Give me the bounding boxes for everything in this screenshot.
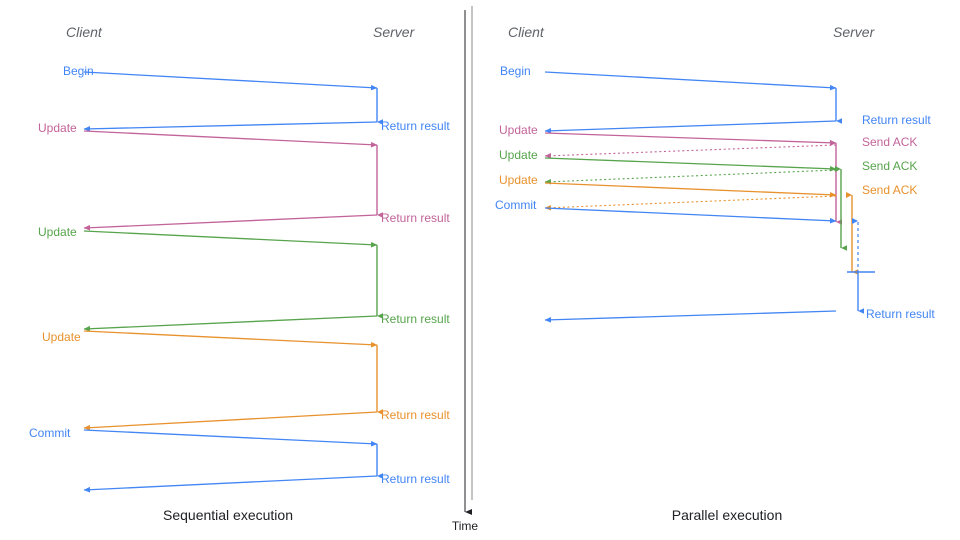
message-line-update2-request xyxy=(83,230,378,248)
time-axis-layer: Time xyxy=(452,6,479,533)
message-line-begin-return xyxy=(544,120,837,134)
message-line-update3-ack xyxy=(544,195,837,211)
message-label-begin-request: Begin xyxy=(500,64,531,78)
panel-caption-parallel: Parallel execution xyxy=(672,507,783,523)
message-line-update3-request xyxy=(83,330,378,348)
update2-server-arrowhead xyxy=(835,166,841,172)
message-label-update2-request: Update xyxy=(499,148,538,162)
actor-header-server: Server xyxy=(833,24,876,40)
message-label-update3-request: Update xyxy=(42,330,81,344)
message-label-update2-ack: Send ACK xyxy=(862,159,917,173)
message-line-commit-request xyxy=(83,429,378,447)
message-label-commit-request: Commit xyxy=(495,198,537,212)
message-line-commit-return xyxy=(544,310,837,323)
message-label-update3-return: Return result xyxy=(381,408,450,422)
message-label-update1-ack: Send ACK xyxy=(862,135,917,149)
actor-header-client: Client xyxy=(508,24,545,40)
message-line-begin-request xyxy=(544,71,837,91)
actor-header-client: Client xyxy=(66,24,103,40)
message-line-update2-ack xyxy=(544,169,837,185)
update3-server-arrowhead xyxy=(846,192,852,198)
message-line-update1-request xyxy=(544,132,837,146)
message-label-update2-return: Return result xyxy=(381,312,450,326)
message-line-begin-return xyxy=(83,121,378,132)
message-line-update1-return xyxy=(83,214,378,231)
message-label-update3-ack: Send ACK xyxy=(862,183,917,197)
message-label-update2-request: Update xyxy=(38,225,77,239)
update1-server-arrowhead xyxy=(830,140,836,146)
message-label-begin-request: Begin xyxy=(63,64,94,78)
commit-server-arrowhead xyxy=(852,218,858,224)
message-line-update2-return xyxy=(83,315,378,332)
message-line-update2-request xyxy=(544,157,837,172)
message-line-update1-ack xyxy=(544,144,837,159)
message-line-commit-request xyxy=(544,207,837,224)
panel-caption-sequential: Sequential execution xyxy=(163,507,293,523)
message-line-update1-request xyxy=(83,130,378,148)
message-label-update3-request: Update xyxy=(499,173,538,187)
message-label-update1-return: Return result xyxy=(381,211,450,225)
actor-header-server: Server xyxy=(373,24,416,40)
time-axis-label: Time xyxy=(452,519,479,533)
message-line-update3-return xyxy=(83,411,378,431)
message-label-update1-request: Update xyxy=(38,121,77,135)
message-line-commit-return xyxy=(83,475,378,493)
message-label-commit-request: Commit xyxy=(29,426,71,440)
message-label-begin-return: Return result xyxy=(381,119,450,133)
message-line-update3-request xyxy=(544,182,837,198)
message-label-update1-request: Update xyxy=(499,123,538,137)
message-label-begin-return: Return result xyxy=(862,113,931,127)
message-label-commit-return: Return result xyxy=(381,472,450,486)
message-line-begin-request xyxy=(83,71,378,91)
message-label-commit-return: Return result xyxy=(866,307,935,321)
